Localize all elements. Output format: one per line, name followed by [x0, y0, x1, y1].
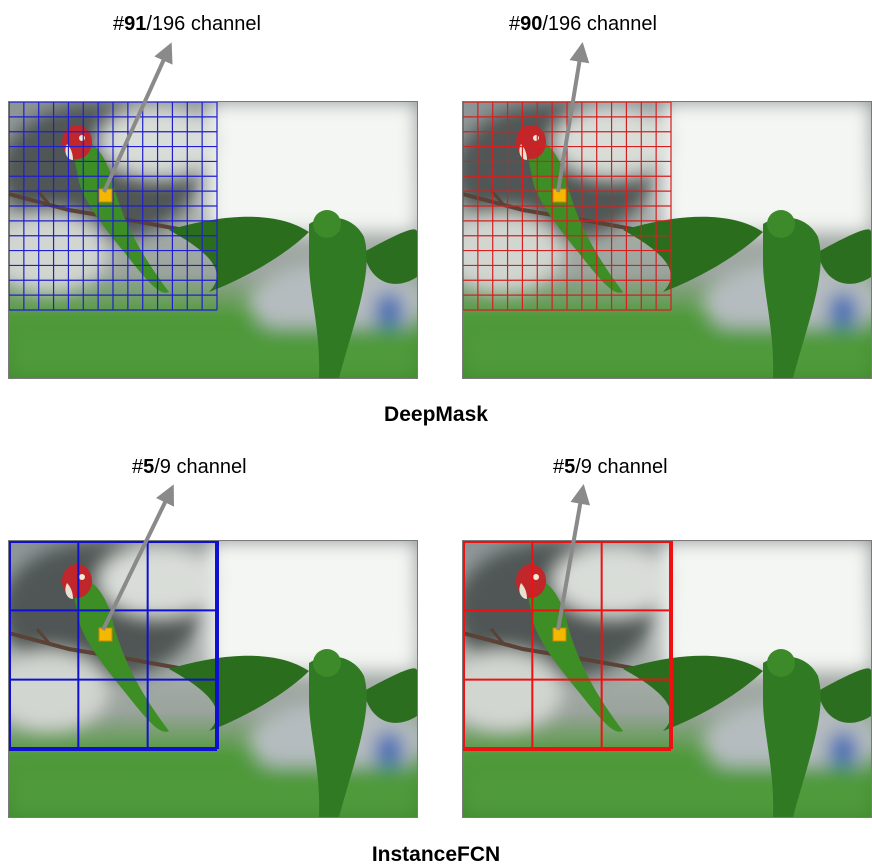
perched-parrot-body: [71, 140, 169, 293]
deepmask-title: DeepMask: [384, 403, 488, 426]
parrot-photo: [9, 102, 417, 378]
highlight-marker: [98, 188, 113, 203]
instancefcn-right-image-panel: [462, 540, 872, 818]
flying-parrot-body: [309, 217, 367, 378]
flying-parrot-wing: [364, 229, 417, 284]
deepmask-right-channel-label: #90/196 channel: [509, 13, 657, 35]
deepmask-right-image-panel: [462, 101, 872, 379]
perched-parrot-body: [71, 579, 169, 732]
flying-parrot-wing: [364, 668, 417, 723]
blurred-scenery: [463, 541, 871, 817]
instancefcn-title: InstanceFCN: [371, 843, 501, 866]
perched-parrot-body: [525, 579, 623, 732]
flying-parrot-head: [767, 649, 795, 677]
highlight-marker: [98, 627, 113, 642]
perched-parrot-eye: [533, 135, 539, 141]
flying-parrot-wing: [169, 655, 309, 731]
perched-parrot-eye: [79, 135, 85, 141]
parrot-photo: [463, 541, 871, 817]
instancefcn-right-channel-label: #5/9 channel: [553, 456, 668, 478]
flying-parrot-head: [313, 210, 341, 238]
instancefcn-left-channel-label: #5/9 channel: [132, 456, 247, 478]
grid-overlay: [9, 541, 219, 751]
perched-parrot-beak: [65, 583, 73, 599]
perched-parrot-beak: [65, 144, 73, 160]
perched-parrot-eye: [533, 574, 539, 580]
flying-parrot-wing: [623, 655, 763, 731]
perched-parrot-beak: [519, 583, 527, 599]
parrot-photo: [463, 102, 871, 378]
instancefcn-left-image-panel: [8, 540, 418, 818]
flying-parrot-head: [313, 649, 341, 677]
flying-parrot-head: [767, 210, 795, 238]
flying-parrot-body: [763, 656, 821, 817]
flying-parrot-body: [763, 217, 821, 378]
perched-parrot-eye: [79, 574, 85, 580]
highlight-marker: [552, 627, 567, 642]
perched-parrot-beak: [519, 144, 527, 160]
highlight-marker: [552, 188, 567, 203]
perched-parrot-body: [525, 140, 623, 293]
flying-parrot-wing: [818, 668, 871, 723]
deepmask-left-channel-label: #91/196 channel: [113, 13, 261, 35]
flying-parrot-body: [309, 656, 367, 817]
deepmask-left-image-panel: [8, 101, 418, 379]
flying-parrot-wing: [818, 229, 871, 284]
parrot-photo: [9, 541, 417, 817]
